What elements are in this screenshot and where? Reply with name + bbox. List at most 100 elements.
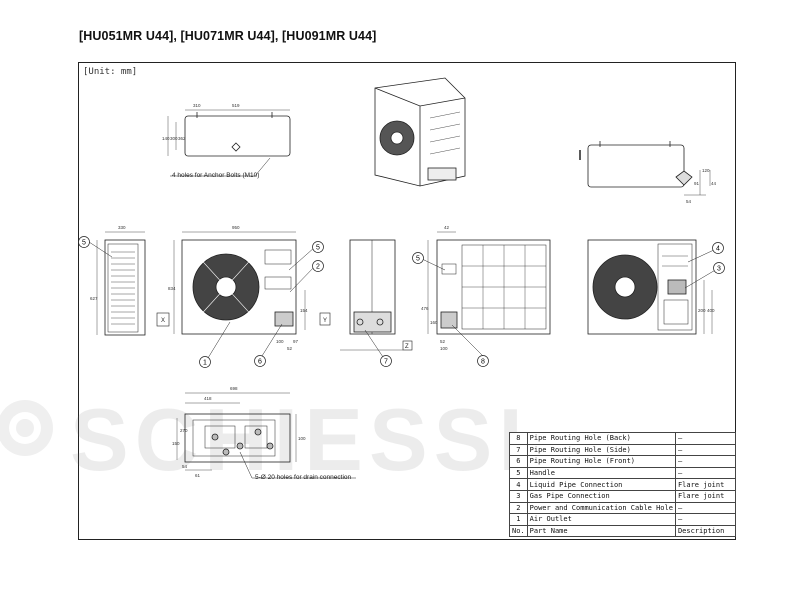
callout-1: 1 <box>199 356 211 368</box>
part-name: Air Outlet <box>526 513 676 526</box>
svg-text:5: 5 <box>82 240 86 247</box>
dim-rear-a: 52 <box>440 339 446 344</box>
parts-table: 8 Pipe Routing Hole (Back) – 7 Pipe Rout… <box>509 432 737 538</box>
unit-label: [Unit: mm] <box>83 67 138 77</box>
table-row: 5 Handle – <box>509 466 737 480</box>
dim-front-a: 154 <box>300 308 308 313</box>
header-part-name: Part Name <box>526 524 676 538</box>
dim-rear-top: 42 <box>444 225 450 230</box>
part-desc: Flare joint <box>674 478 737 491</box>
axis-markers: X Y Z <box>161 318 409 350</box>
dim-right-a: 200 <box>698 308 706 313</box>
part-desc: Flare joint <box>674 489 737 503</box>
callout-5-left: 5 <box>78 236 90 248</box>
dimension-labels: 519 140 300 362 310 950 834 154 97 52 10… <box>90 103 717 478</box>
dim-bottom-b: 150 <box>172 441 180 446</box>
table-row: 8 Pipe Routing Hole (Back) – <box>509 432 737 445</box>
part-no: 8 <box>509 432 528 445</box>
table-row: 3 Gas Pipe Connection Flare joint <box>509 489 737 503</box>
part-desc: – <box>674 432 737 445</box>
part-no: 3 <box>509 489 528 503</box>
header-no: No. <box>509 524 528 538</box>
part-no: 1 <box>509 513 528 526</box>
part-name: Pipe Routing Hole (Side) <box>526 443 676 457</box>
dim-bottom-d: 54 <box>182 464 188 469</box>
table-row: 2 Power and Communication Cable Hole – <box>509 501 737 515</box>
dim-bottom-c: 100 <box>298 436 306 441</box>
anchor-bolts-note: 4 holes for Anchor Bolts (M10) <box>172 172 260 179</box>
front-view <box>173 231 306 335</box>
dim-bottom-e: 270 <box>180 428 188 433</box>
svg-text:5: 5 <box>416 256 420 263</box>
callout-6: 6 <box>254 355 266 367</box>
dim-front-b: 97 <box>293 339 299 344</box>
watermark: SCHIESSL <box>0 390 558 489</box>
part-name: Handle <box>526 466 676 480</box>
callout-8: 8 <box>477 355 489 367</box>
table-row: 4 Liquid Pipe Connection Flare joint <box>509 478 737 491</box>
callout-5-rear: 5 <box>412 252 424 264</box>
part-no: 5 <box>509 466 528 480</box>
dim-top-depth-c: 362 <box>178 136 186 141</box>
left-view <box>96 231 170 336</box>
svg-text:7: 7 <box>384 359 388 366</box>
dim-bottom-a: 418 <box>204 396 212 401</box>
callout-4: 4 <box>712 242 724 254</box>
callout-leaders <box>88 241 718 359</box>
dim-right-b: 400 <box>707 308 715 313</box>
part-name: Pipe Routing Hole (Front) <box>526 455 676 468</box>
dim-front-c: 52 <box>287 346 293 351</box>
svg-text:5: 5 <box>316 245 320 252</box>
document-title: [HU051MR U44], [HU071MR U44], [HU091MR U… <box>79 29 377 43</box>
dim-top-depth-b: 300 <box>170 136 178 141</box>
dim-top-width: 519 <box>232 103 240 108</box>
top-right-view <box>579 141 711 196</box>
svg-text:8: 8 <box>481 359 485 366</box>
dim-left-width: 330 <box>118 225 126 230</box>
part-name: Gas Pipe Connection <box>526 489 676 503</box>
dim-rear-height: 476 <box>421 306 429 311</box>
isometric-view <box>374 77 466 187</box>
dim-bottom-f: 61 <box>195 473 201 478</box>
part-name: Power and Communication Cable Hole <box>526 501 676 515</box>
dim-front-d: 100 <box>276 339 284 344</box>
svg-text:6: 6 <box>258 359 262 366</box>
callout-5-front: 5 <box>312 241 324 253</box>
part-desc: – <box>674 455 737 468</box>
middle-side-view <box>319 239 413 351</box>
part-no: 2 <box>509 501 528 515</box>
drain-holes-note: 5-Ø 20 holes for drain connection <box>255 474 352 481</box>
drawing-frame <box>78 62 736 540</box>
dim-rear-c: 160 <box>430 320 438 325</box>
bottom-view <box>176 392 356 479</box>
watermark-text: SCHIESSL <box>70 390 558 489</box>
top-view <box>167 109 291 177</box>
callout-2: 2 <box>312 260 324 272</box>
axis-x-label: X <box>161 318 165 324</box>
svg-text:3: 3 <box>717 266 721 273</box>
part-desc: – <box>674 513 737 526</box>
axis-y-label: Y <box>323 318 327 324</box>
part-desc: – <box>674 501 737 515</box>
part-no: 6 <box>509 455 528 468</box>
dim-left-height: 627 <box>90 296 98 301</box>
right-view <box>587 239 713 335</box>
dim-bottom-width: 698 <box>230 386 238 391</box>
table-row: 6 Pipe Routing Hole (Front) – <box>509 455 737 468</box>
svg-text:2: 2 <box>316 264 320 271</box>
callouts: 5 1 5 2 6 7 5 8 <box>78 236 725 368</box>
dim-top-offset: 310 <box>193 103 201 108</box>
part-no: 4 <box>509 478 528 491</box>
dim-front-width: 950 <box>232 225 240 230</box>
part-desc: – <box>674 466 737 480</box>
part-desc: – <box>674 443 737 457</box>
svg-text:4: 4 <box>716 246 720 253</box>
table-row: 1 Air Outlet – <box>509 513 737 526</box>
table-row: 7 Pipe Routing Hole (Side) – <box>509 443 737 457</box>
dim-rear-b: 100 <box>440 346 448 351</box>
part-name: Liquid Pipe Connection <box>526 478 676 491</box>
table-header-row: No. Part Name Description <box>509 524 737 538</box>
dim-right-top-a: 54 <box>686 199 692 204</box>
rear-view <box>427 231 551 335</box>
